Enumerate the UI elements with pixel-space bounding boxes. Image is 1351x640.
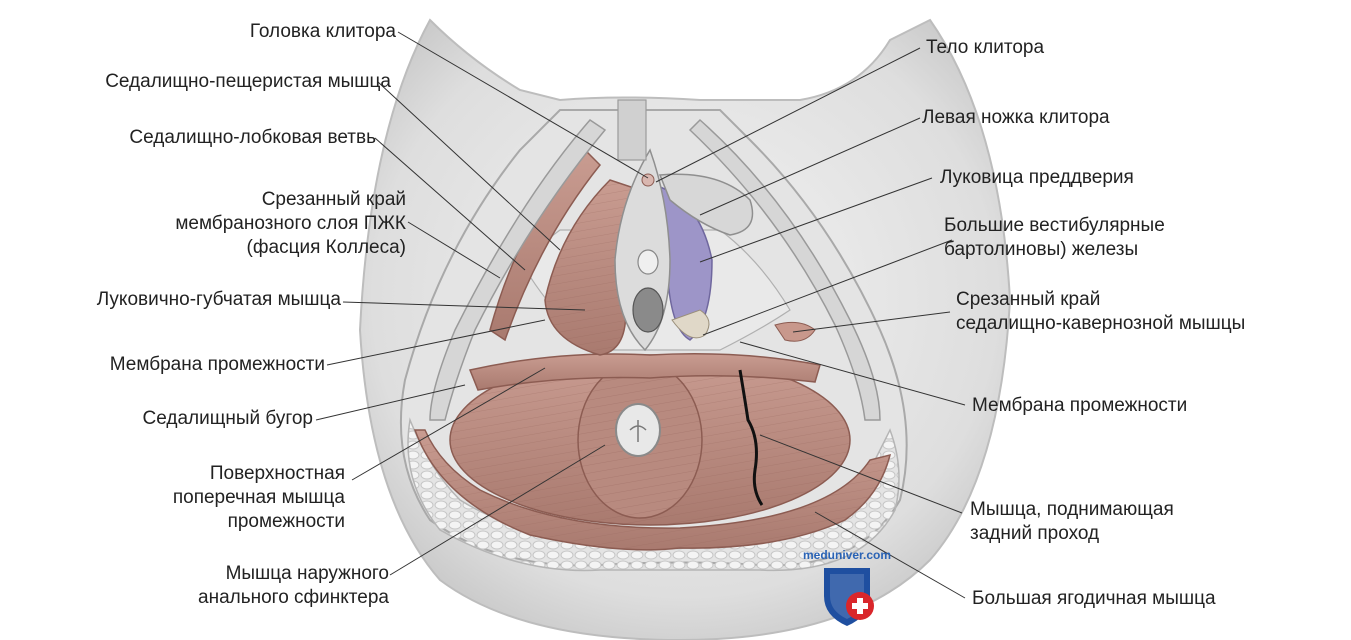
ischiopubic-ramus [429, 119, 607, 421]
bartholin-gland [671, 309, 710, 339]
label-glans-clitoris: Головка клитора [250, 20, 396, 44]
label-left-crus: Левая ножка клитора [922, 106, 1110, 130]
vaginal-opening [632, 287, 664, 333]
label-line: Большие вестибулярные [944, 215, 1165, 236]
label-line: Срезанный край [956, 289, 1101, 310]
label-ischial-tuberosity: Седалищный бугор [142, 407, 313, 431]
label-line: задний проход [970, 523, 1100, 544]
label-gluteus-maximus: Большая ягодичная мышца [972, 587, 1216, 611]
label-perineal-membrane-right: Мембрана промежности [972, 394, 1187, 418]
shield-icon [824, 568, 874, 626]
label-ischiocavernosus: Седалищно-пещеристая мышца [105, 70, 391, 94]
label-line: седалищно-кавернозной мышцы [956, 313, 1246, 334]
label-line: Левая ножка клитора [922, 107, 1110, 128]
label-line: Мембрана промежности [109, 354, 325, 375]
clitoris-crus-right [658, 173, 754, 236]
label-line: Тело клитора [926, 37, 1045, 58]
watermark-logo: meduniver.com [792, 548, 902, 628]
label-line: Мышца наружного [225, 563, 389, 584]
label-line: Мембрана промежности [972, 395, 1188, 416]
label-perineal-membrane-left: Мембрана промежности [110, 353, 325, 377]
label-line: Луковично-губчатая мышца [96, 289, 341, 310]
label-anal-sphincter: Мышца наружного анального сфинктера [198, 562, 389, 610]
label-vestibular-bulb: Луковица преддверия [940, 166, 1134, 190]
label-line: Мышца, поднимающая [970, 499, 1174, 520]
urethral-opening [637, 249, 659, 275]
label-bartholin-glands: Большие вестибулярные бартолиновы) желез… [944, 214, 1165, 262]
label-line: Седалищный бугор [142, 408, 313, 429]
label-line: Большая ягодичная мышца [972, 588, 1216, 609]
label-clitoris-body: Тело клитора [926, 36, 1044, 60]
label-line: Срезанный край [261, 189, 406, 210]
label-colles-fascia: Срезанный край мембранозного слоя ПЖК (ф… [175, 188, 406, 260]
label-line: поперечная мышца [172, 487, 345, 508]
label-transverse-perineal: Поверхностная поперечная мышца промежнос… [173, 462, 345, 534]
label-line: бартолиновы) железы [944, 239, 1139, 260]
label-line: Головка клитора [249, 21, 396, 42]
right-fascia-strip [688, 118, 881, 421]
label-line: мембранозного слоя ПЖК [175, 213, 406, 234]
label-bulbospongiosus: Луковично-губчатая мышца [97, 288, 341, 312]
label-line: Луковица преддверия [940, 167, 1134, 188]
label-line: промежности [227, 511, 345, 532]
watermark-text: meduniver.com [802, 548, 892, 562]
label-ischiocavernosus-cut: Срезанный край седалищно-кавернозной мыш… [956, 288, 1245, 336]
label-line: Седалищно-пещеристая мышца [105, 71, 391, 92]
label-line: Поверхностная [209, 463, 345, 484]
pubic-band [617, 99, 647, 161]
label-line: (фасция Коллеса) [246, 237, 406, 258]
leader-lines [315, 31, 966, 599]
levator-cleft [738, 369, 764, 506]
label-ischiopubic-ramus: Седалищно-лобковая ветвь [129, 126, 376, 150]
label-levator-ani: Мышца, поднимающая задний проход [970, 498, 1174, 546]
label-line: анального сфинктера [198, 587, 389, 608]
label-line: Седалищно-лобковая ветвь [129, 127, 376, 148]
glans-clitoris [641, 173, 655, 187]
